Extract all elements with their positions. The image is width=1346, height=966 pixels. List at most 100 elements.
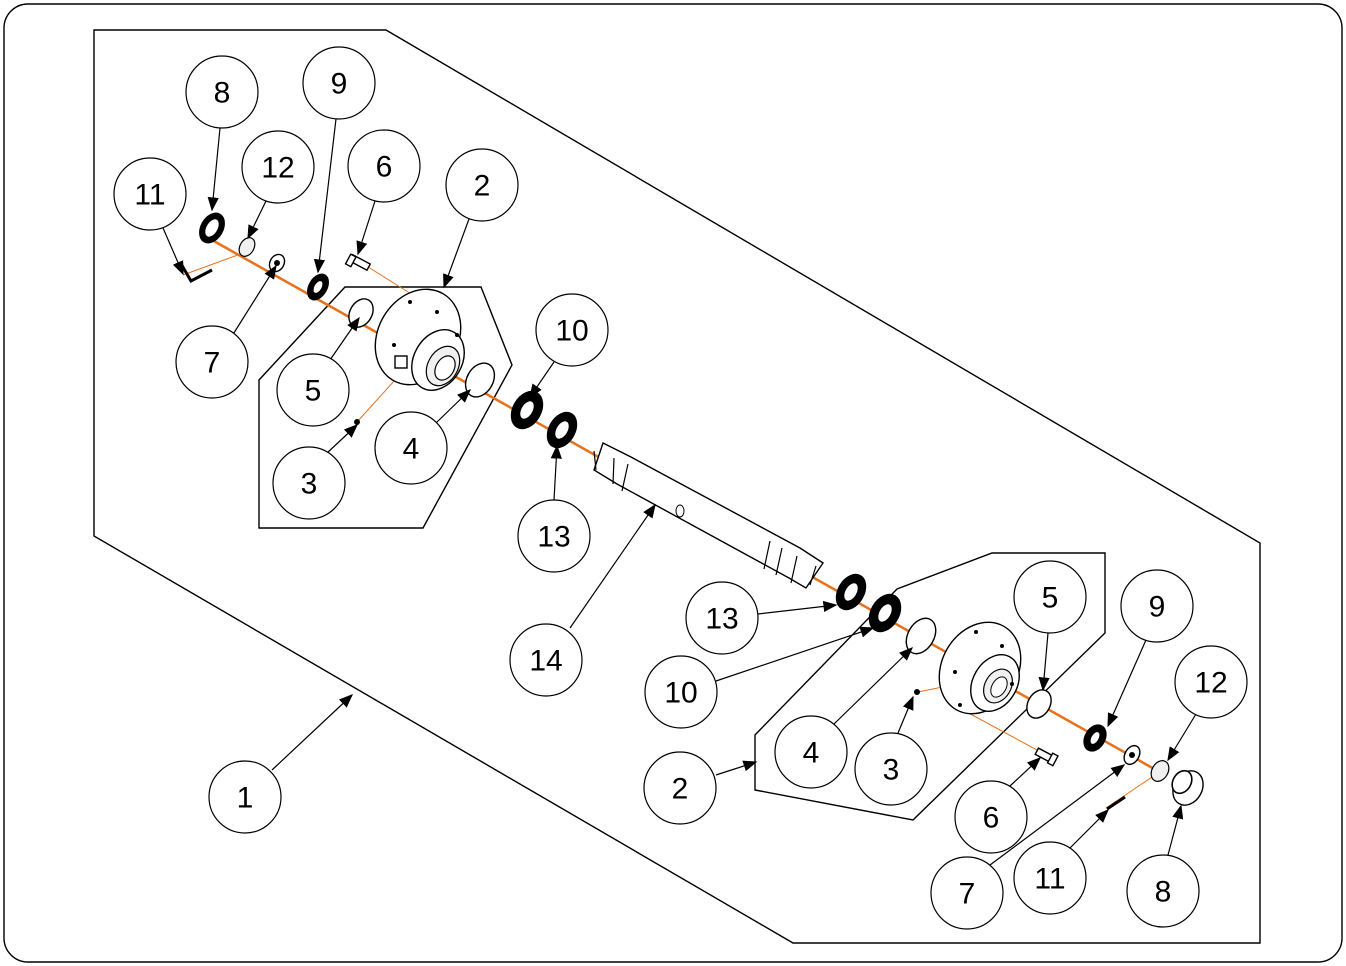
callout-bubble <box>685 581 759 655</box>
callout-bubble <box>644 655 718 729</box>
callout-label: 7 <box>204 347 221 380</box>
callout-3: 3 <box>854 695 928 806</box>
callout-5: 5 <box>276 316 360 427</box>
callout-7: 7 <box>930 764 1126 930</box>
callout-leader-arrow <box>443 218 470 289</box>
callout-10: 10 <box>529 293 609 399</box>
callout-leader-arrow <box>271 694 354 771</box>
page-frame <box>3 3 1343 963</box>
callout-leader-arrow <box>833 647 914 725</box>
callout-bubble <box>185 55 259 129</box>
axle-shaft <box>593 442 824 589</box>
grease-seal-right <box>835 573 867 611</box>
callout-leader-arrow <box>162 227 184 276</box>
callout-label: 13 <box>537 521 570 554</box>
hub-right <box>938 621 1022 715</box>
callout-bubble <box>276 353 350 427</box>
callout-4: 4 <box>374 389 472 485</box>
castle-nut-right <box>1150 760 1170 782</box>
wheel-bolt-left <box>344 253 372 272</box>
cotter-pin-right <box>1106 795 1126 811</box>
outer-bearing-left <box>307 273 329 301</box>
callout-label: 7 <box>959 878 976 911</box>
callout-13: 13 <box>517 444 591 573</box>
callout-label: 9 <box>1149 591 1166 624</box>
hub-left <box>374 288 465 391</box>
inner-bearing-left <box>510 390 544 430</box>
callout-bubble <box>517 499 591 573</box>
inner-bearing-right <box>868 593 902 633</box>
callout-6: 6 <box>954 757 1042 854</box>
callout-leader-arrow <box>897 695 914 734</box>
callout-leader-arrow <box>1167 713 1197 762</box>
washer-right <box>1123 744 1141 766</box>
callout-leader-arrow <box>1167 804 1184 856</box>
callout-bubble <box>643 751 717 825</box>
callout-4: 4 <box>774 647 914 789</box>
callout-bubble <box>302 46 376 120</box>
callout-11: 11 <box>1013 809 1109 915</box>
callout-1: 1 <box>208 694 354 834</box>
outer-bearing-right <box>1083 724 1107 752</box>
callout-bubble <box>1013 841 1087 915</box>
callout-bubble <box>1126 854 1200 928</box>
callout-bubble <box>854 732 928 806</box>
callout-12: 12 <box>241 130 315 240</box>
inner-race-right <box>905 617 937 655</box>
callout-leader-arrow <box>326 424 359 454</box>
callout-3: 3 <box>272 424 359 520</box>
callout-label: 8 <box>1155 876 1172 909</box>
callout-6: 6 <box>347 129 421 256</box>
dust-cap-right <box>1171 769 1204 806</box>
callout-leader-arrow <box>231 264 277 337</box>
callout-label: 10 <box>555 315 588 348</box>
callout-leader-arrow <box>569 503 656 629</box>
callout-label: 2 <box>672 773 689 806</box>
callout-9: 9 <box>302 46 376 274</box>
callout-label: 5 <box>305 375 322 408</box>
callout-label: 6 <box>983 802 1000 835</box>
callout-leader-arrow <box>329 316 360 361</box>
callout-leader-arrow <box>247 200 267 240</box>
callout-14: 14 <box>509 503 656 697</box>
callout-bubble <box>272 446 346 520</box>
callout-bubble <box>374 411 448 485</box>
callout-leader-arrow <box>1107 639 1147 728</box>
callout-label: 12 <box>261 152 294 185</box>
bolt-axis-right <box>962 709 1051 758</box>
callout-leader-arrow <box>313 118 337 274</box>
outer-race-right <box>1026 689 1052 719</box>
callout-label: 1 <box>237 782 254 815</box>
grease-fitting-right <box>914 689 920 695</box>
callout-leader-arrow <box>356 200 376 256</box>
callout-leader-arrow <box>207 127 221 212</box>
callout-bubble <box>1120 569 1194 643</box>
grease-fitting-left <box>354 419 360 425</box>
callout-label: 13 <box>705 603 738 636</box>
callout-label: 4 <box>803 737 820 770</box>
callout-label: 5 <box>1042 582 1059 615</box>
cotter-pin-left <box>178 261 213 283</box>
assembly-boundary <box>93 29 1261 944</box>
callout-9: 9 <box>1107 569 1194 728</box>
callout-leader-arrow <box>715 760 758 776</box>
callout-label: 3 <box>883 754 900 787</box>
callout-2: 2 <box>643 751 758 825</box>
hub-group-boundary-left <box>258 286 513 529</box>
callout-12: 12 <box>1167 645 1248 762</box>
inner-race-left <box>464 362 496 398</box>
cotter-pin-axis-left <box>182 251 247 276</box>
outer-race-left <box>348 298 374 328</box>
callout-label: 3 <box>301 468 318 501</box>
callout-label: 10 <box>664 677 697 710</box>
callout-leader-arrow <box>757 600 838 615</box>
callout-label: 11 <box>1034 863 1065 896</box>
callout-bubble <box>175 325 249 399</box>
callout-7: 7 <box>175 264 277 399</box>
callout-label: 9 <box>331 68 348 101</box>
callout-8: 8 <box>1126 804 1200 928</box>
callout-label: 4 <box>403 433 420 466</box>
callout-bubble <box>347 129 421 203</box>
callout-label: 14 <box>529 645 562 678</box>
